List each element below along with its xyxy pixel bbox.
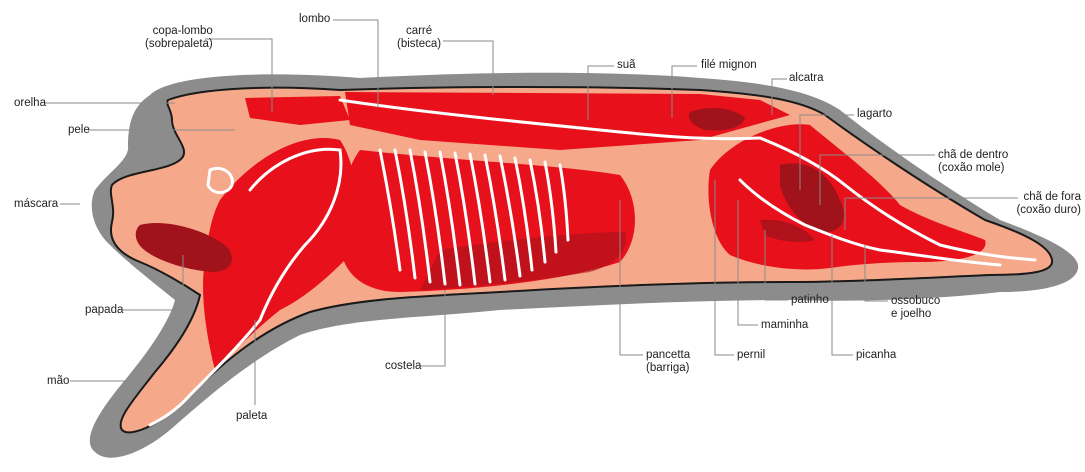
label-mascara: máscara <box>14 198 58 211</box>
label-ossobuco-line1: ossobuco <box>891 295 940 308</box>
label-mao: mão <box>47 375 69 388</box>
label-alcatra: alcatra <box>789 72 824 85</box>
leader-patinho <box>765 230 788 300</box>
label-cha-de-fora: chã de fora (coxão duro) <box>1005 191 1081 217</box>
label-file-mignon: filé mignon <box>701 59 757 72</box>
leader-line-group <box>44 20 1018 405</box>
label-pancetta: pancetta (barriga) <box>646 349 690 375</box>
label-copa-lombo-line2: (sobrepaleta) <box>145 38 213 51</box>
leader-copa-lombo <box>205 39 272 112</box>
label-cha-de-fora-line2: (coxão duro) <box>1005 204 1081 217</box>
label-lagarto: lagarto <box>857 108 892 121</box>
label-pele: pele <box>68 124 90 137</box>
label-ossobuco: ossobuco e joelho <box>891 295 940 321</box>
leader-lombo <box>333 20 378 108</box>
leader-pernil <box>715 180 734 355</box>
label-lombo: lombo <box>299 13 330 26</box>
label-maminha: maminha <box>761 319 808 332</box>
leader-maminha <box>738 200 758 325</box>
label-ossobuco-line2: e joelho <box>891 308 940 321</box>
label-pernil: pernil <box>737 349 765 362</box>
leader-alcatra <box>772 79 787 115</box>
leader-ossobuco <box>865 245 888 301</box>
leader-lagarto <box>800 115 854 190</box>
label-orelha: orelha <box>14 97 46 110</box>
label-pancetta-line2: (barriga) <box>646 362 690 375</box>
leader-cha-de-fora <box>845 198 1018 230</box>
label-patinho: patinho <box>791 294 829 307</box>
label-carre-line1: carré <box>397 25 441 38</box>
label-costela: costela <box>385 360 421 373</box>
label-cha-de-dentro-line2: (coxão mole) <box>938 162 1008 175</box>
label-picanha: picanha <box>856 349 896 362</box>
leader-picanha <box>832 235 853 355</box>
label-sua: suã <box>617 59 636 72</box>
leader-costela <box>420 290 445 366</box>
label-copa-lombo-line1: copa-lombo <box>145 25 213 38</box>
label-pancetta-line1: pancetta <box>646 349 690 362</box>
leader-pancetta <box>620 200 643 355</box>
label-cha-de-fora-line1: chã de fora <box>1005 191 1081 204</box>
label-carre: carré (bisteca) <box>397 25 441 51</box>
label-paleta: paleta <box>236 410 267 423</box>
leader-carre <box>443 41 493 95</box>
leader-file-mignon <box>672 66 697 118</box>
label-cha-de-dentro: chã de dentro (coxão mole) <box>938 149 1008 175</box>
leader-papada <box>122 255 183 310</box>
leader-sua <box>588 66 614 120</box>
label-papada: papada <box>85 304 123 317</box>
label-cha-de-dentro-line1: chã de dentro <box>938 149 1008 162</box>
label-copa-lombo: copa-lombo (sobrepaleta) <box>145 25 213 51</box>
label-carre-line2: (bisteca) <box>397 38 441 51</box>
